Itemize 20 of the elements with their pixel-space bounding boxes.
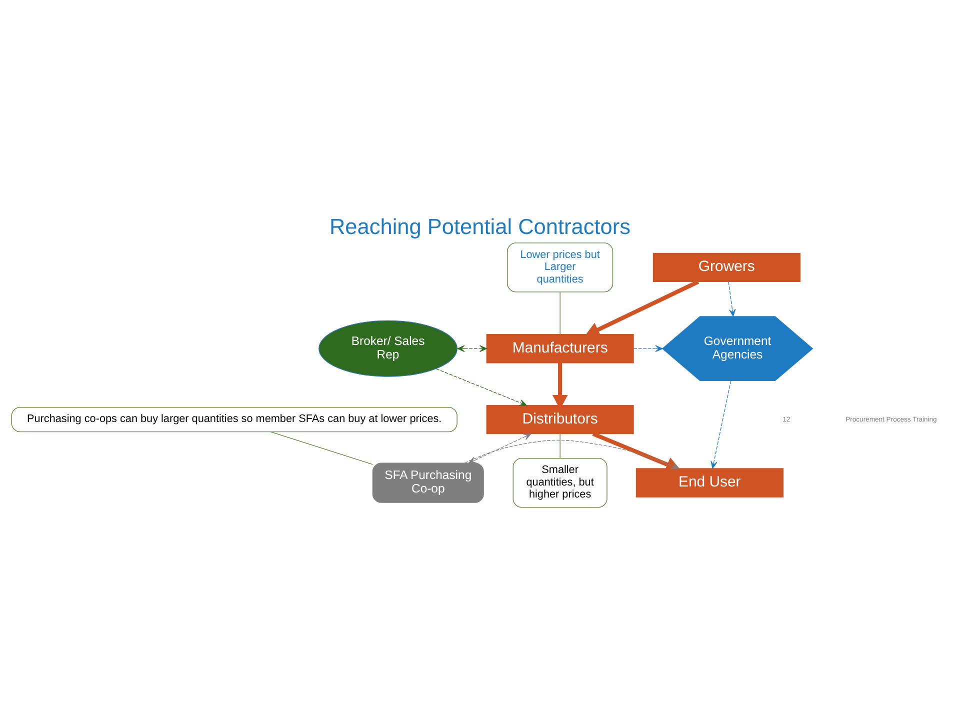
- arrow: [584, 280, 700, 337]
- arrow: [468, 434, 532, 464]
- node-box: Lower prices but Larger quantities: [507, 242, 614, 292]
- node-box: Distributors: [486, 404, 634, 434]
- arrow: [464, 440, 679, 470]
- connector: [270, 431, 373, 465]
- node-box: Manufacturers: [486, 334, 634, 364]
- node-ellipse: Broker/ Sales Rep: [318, 320, 458, 377]
- node-box: End User: [636, 468, 784, 498]
- arrow: [457, 345, 487, 352]
- node-box: Purchasing co-ops can buy larger quantities so member SFAs can buy at lower prices.: [11, 406, 458, 432]
- arrow: [710, 380, 732, 469]
- arrow: [728, 282, 736, 317]
- node-box: SFA Purchasing Co-op: [372, 462, 484, 503]
- arrow: [436, 368, 527, 406]
- arrow: [633, 345, 663, 352]
- arrow: [592, 432, 681, 472]
- node-box: Growers: [652, 252, 800, 282]
- node-box: Smaller quantities, but higher prices: [512, 458, 608, 508]
- diagram-title: Reaching Potential Contractors: [329, 214, 631, 239]
